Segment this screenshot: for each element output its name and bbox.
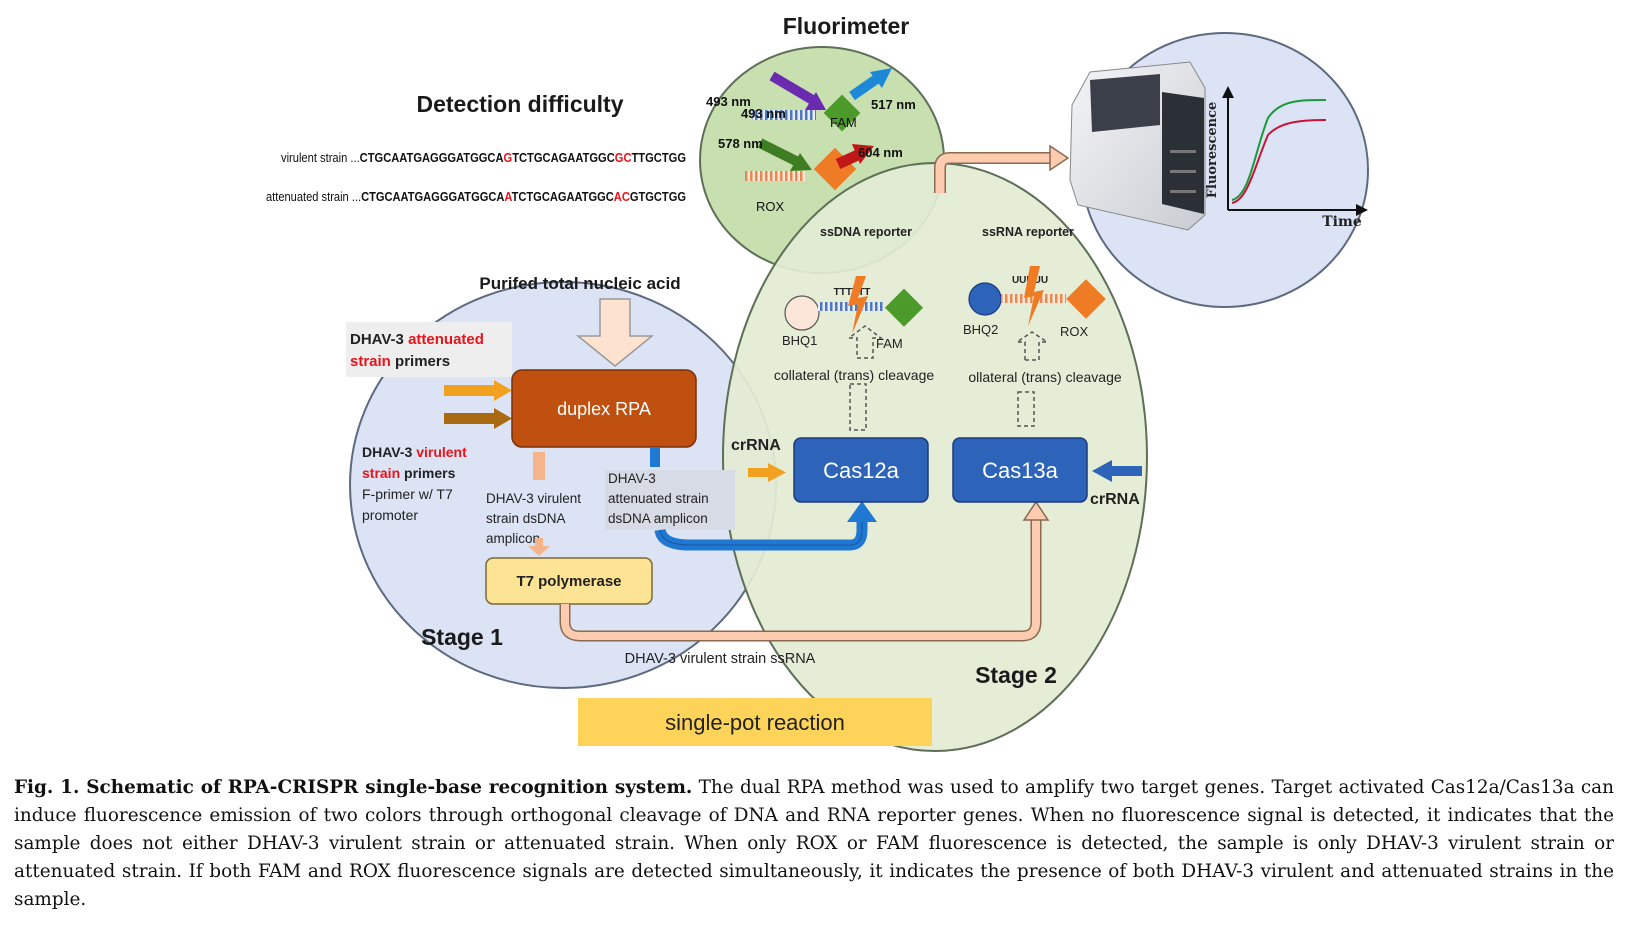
fam-label-fluorimeter: FAM: [830, 115, 857, 130]
rox-label-fluorimeter: ROX: [756, 199, 785, 214]
cleavage-label-cas13a: ollateral (trans) cleavage: [968, 369, 1122, 385]
crrna-arrow-right: [1092, 460, 1142, 482]
wl-578-label: 578 nm: [718, 136, 763, 151]
cas13a-input-arrowhead: [1022, 500, 1050, 521]
purple-excitation-arrow: [769, 71, 826, 110]
attenuated-primers-box: [346, 322, 512, 377]
ssrna-cleavage-bolt: [1024, 266, 1044, 326]
figure-caption: Fig. 1. Schematic of RPA-CRISPR single-b…: [14, 774, 1614, 924]
detection-title: Detection difficulty: [416, 91, 623, 117]
ssdna-reporter-label: ssDNA reporter: [820, 225, 912, 239]
input-arrow: [575, 298, 655, 367]
device-screen: [1090, 74, 1160, 132]
fluorescence-plot: Fluorescence Time: [1205, 86, 1368, 230]
plot-xlabel: Time: [1322, 214, 1362, 230]
wl-493-ghost-label: 493 nm: [741, 106, 786, 121]
virulent-sequence: virulent strain ...CTGCAATGAGGGATGGCAGTC…: [281, 151, 686, 165]
caption-text: The dual RPA method was used to amplify …: [14, 777, 1614, 910]
virulent-amplicon-stub: [533, 452, 545, 480]
duplex-rpa-box: [511, 369, 697, 448]
wl-493-label: 493 nm: [706, 94, 751, 109]
ssrna-to-cas13a-path-fill: [561, 520, 1040, 640]
fam-reporter-diamond: [884, 288, 924, 327]
cleavage-label-cas12a: collateral (trans) cleavage: [774, 367, 935, 383]
fam-reporter-label: FAM: [876, 336, 903, 351]
duplex-rpa-label: duplex RPA: [557, 399, 651, 419]
bhq2-quencher: [968, 282, 1002, 316]
fam-signal-curve: [1231, 99, 1327, 201]
attenuated-amplicon-box: [605, 470, 735, 530]
cas12a-label: Cas12a: [823, 458, 900, 483]
cas12a-box: [793, 437, 929, 503]
t7-polymerase-label: T7 polymerase: [516, 573, 621, 590]
bhq2-label: BHQ2: [963, 322, 998, 337]
crrna-label-left: crRNA: [731, 437, 781, 454]
to-device-arrow: [934, 144, 1070, 193]
attenuated-sequence: attenuated strain ...CTGCAATGAGGGATGGCAA…: [266, 190, 686, 204]
single-pot-label: single-pot reaction: [665, 710, 845, 735]
stage1-label: Stage 1: [421, 624, 503, 650]
cas13a-cleavage-dashed-arrow: [1014, 331, 1050, 427]
fluorimeter-title: Fluorimeter: [783, 13, 910, 39]
cas12a-cleavage-dashed-arrow: [846, 325, 884, 431]
rox-dna-strand: [745, 171, 805, 181]
wl-517-label: 517 nm: [871, 97, 916, 112]
green-excitation-arrow: [757, 138, 812, 171]
wl-604-label: 604 nm: [858, 145, 903, 160]
red-emission-arrow: [835, 144, 874, 170]
rox-reporter-label: ROX: [1060, 324, 1089, 339]
crrna-label-right: crRNA: [1090, 491, 1140, 508]
caption-title: Fig. 1. Schematic of RPA-CRISPR single-b…: [14, 777, 693, 798]
crrna-arrow-left: [748, 463, 786, 482]
fam-dna-strand: [752, 110, 816, 120]
bhq1-quencher: [784, 295, 820, 331]
attenuated-amplicon-stub: [650, 447, 660, 467]
primer-arrow-virulent: [444, 408, 512, 429]
purified-nucleic-acid-label: Purifed total nucleic acid: [479, 274, 680, 293]
ssdna-strand: [818, 302, 883, 311]
primer-arrow-attenuated: [444, 380, 512, 401]
fluorimeter-device: [1069, 61, 1206, 231]
fam-diamond: [823, 94, 861, 132]
blue-emission-arrow: [849, 68, 892, 101]
cas12a-input-arrowhead: [847, 501, 877, 522]
ssrna-reporter-label: ssRNA reporter: [982, 225, 1074, 239]
amplicon-to-t7-arrow: [528, 538, 550, 556]
stage2-label: Stage 2: [975, 662, 1057, 688]
ssdna-cleavage-bolt: [848, 276, 868, 334]
rox-signal-curve: [1231, 119, 1327, 204]
bhq1-label: BHQ1: [782, 333, 817, 348]
cas13a-label: Cas13a: [982, 458, 1059, 483]
cas13a-box: [952, 437, 1088, 503]
single-pot-box: [578, 698, 932, 746]
rpa-crispr-diagram: Fluorimeter 493 nm 493 nm FAM 517 nm: [266, 13, 1369, 752]
ssrna-label: DHAV-3 virulent strain ssRNA: [625, 651, 816, 667]
plot-ylabel: Fluorescence: [1205, 102, 1220, 199]
attenuated-to-cas12a-path-edge: [659, 520, 863, 546]
